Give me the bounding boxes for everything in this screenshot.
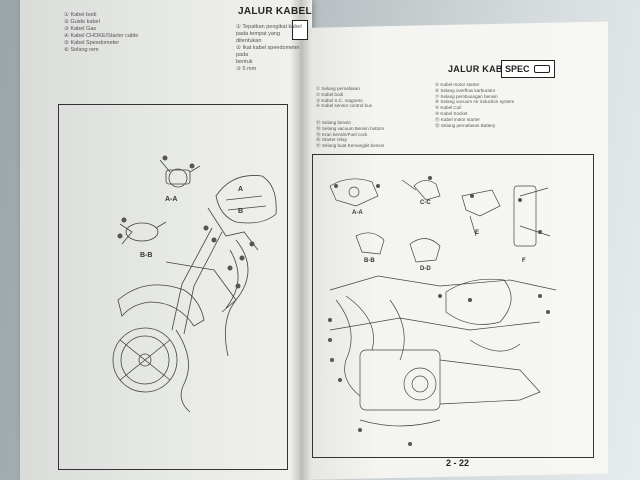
left-legend: ① Kabel bodi ② Guide kabel ③ Kabel Gas ④…	[64, 12, 214, 54]
left-legend-item: ⑥ Selang rem	[64, 47, 99, 53]
left-spec-badge	[292, 20, 308, 40]
left-section-label-a: A	[238, 186, 244, 193]
left-legend-item: ⑤ Kabel Speedometer	[64, 40, 120, 46]
right-legend-item: ⑥ Selang overflow karburator	[435, 87, 496, 93]
right-legend-col3: ⑬ Selang bensin ⑭ Selang vacuum Bensin b…	[316, 120, 456, 149]
book-gutter	[290, 0, 312, 480]
right-legend-col2: ⑤ Kabel motor starter ⑥ Selang overflow …	[435, 82, 575, 128]
left-diagram-frame	[58, 104, 288, 470]
right-spec-badge: SPEC	[501, 60, 555, 78]
right-legend-item: ⑰ Selang buat Kemangkit bensin	[316, 143, 385, 149]
right-section-label-e: E	[475, 230, 480, 236]
right-section-label-aa: A-A	[352, 210, 363, 216]
page-number: 2 - 22	[446, 458, 470, 468]
right-legend-item: ⑨ Kabel Coil	[435, 105, 462, 111]
right-legend-item: ⑫ Selang pernafasan Battery	[435, 122, 496, 128]
right-legend-item: ③ Kabel S.C. magneto	[316, 97, 363, 103]
right-legend-col1: ① Selang pernafasan ② Kabel bodi ③ Kabel…	[316, 86, 436, 109]
left-section-label-aa: A-A	[165, 196, 178, 203]
left-note-line: bentuk	[236, 59, 253, 65]
right-section-label-bb: B-B	[364, 258, 375, 264]
right-diagram-frame	[312, 154, 594, 458]
right-legend-item: ⑯ Starter relay	[316, 137, 347, 143]
left-section-label-b: B	[238, 208, 244, 215]
left-legend-item: ① Kabel bodi	[64, 12, 97, 18]
left-notes: ① Tepatkan pengikat kabel pada tempat ya…	[236, 24, 302, 73]
right-legend-item: ⑤ Kabel motor starter	[435, 82, 480, 87]
left-note-line: ③ 5 mm	[236, 66, 257, 72]
spec-label: SPEC	[505, 64, 530, 74]
wrench-icon	[533, 65, 550, 73]
right-section-label-cc: C-C	[420, 200, 431, 206]
right-legend-item: ⑧ Selang vacuum Air induction system	[435, 99, 515, 105]
right-legend-item: ⑩ Kabel Socket	[435, 110, 468, 116]
right-legend-item: ① Selang pernafasan	[316, 86, 360, 91]
left-page-header: JALUR KABEL	[238, 6, 312, 17]
right-legend-item: ⑦ Selang pembuangan bensin	[435, 93, 498, 99]
left-section-label-bb: B-B	[140, 252, 153, 259]
right-section-label-f: F	[522, 258, 526, 264]
left-note-line: ② Ikat kabel speedometer pada	[236, 45, 300, 58]
left-note-line: pada tempat yang ditentukan	[236, 31, 281, 44]
left-note-line: ① Tepatkan pengikat kabel	[236, 24, 302, 30]
right-legend-item: ⑪ Kabel motor starter	[435, 116, 480, 122]
left-legend-item: ② Guide kabel	[64, 19, 100, 25]
right-legend-item: ④ Kabel sensor control bus	[316, 103, 372, 109]
right-legend-item: ⑮ Kran bensin/Fuel cock	[316, 131, 368, 137]
right-legend-item: ⑭ Selang vacuum Bensin bottom	[316, 125, 385, 131]
left-page	[20, 0, 312, 480]
right-legend-item: ② Kabel bodi	[316, 91, 344, 97]
left-legend-item: ④ Kabel CHOKE/Starter cable	[64, 33, 139, 39]
right-page-header: JALUR KABEL	[448, 64, 515, 74]
left-legend-item: ③ Kabel Gas	[64, 26, 97, 32]
right-section-label-dd: D-D	[420, 266, 431, 272]
right-legend-item: ⑬ Selang bensin	[316, 120, 351, 125]
